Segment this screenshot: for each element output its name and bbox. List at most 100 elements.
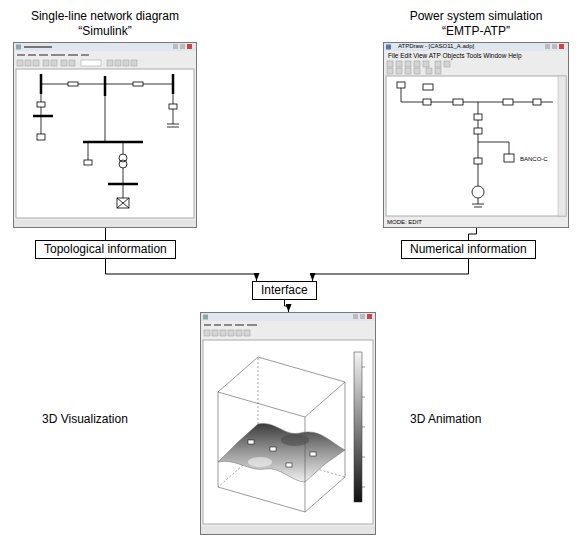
circuit-wire (509, 142, 510, 154)
toolbar (17, 60, 137, 66)
tick (362, 367, 365, 368)
ui-text: BANCO-C (519, 156, 549, 163)
bus-bar (108, 183, 138, 186)
capacitor-bank (504, 154, 514, 162)
menu-mark (68, 54, 78, 56)
breaker-block (37, 102, 45, 107)
atpdraw-screenshot: Power system simulation “EMTP-ATP” (383, 42, 569, 228)
tool-button (33, 60, 39, 66)
box-label: Interface (261, 283, 308, 298)
menu-mark (224, 324, 232, 326)
visualizer-window (201, 313, 376, 535)
ui-text: MODE: EDIT (386, 219, 423, 226)
component-block (423, 99, 431, 105)
simulink-screenshot: Single-line network diagram “Simulink” (13, 42, 197, 228)
axes-box (218, 357, 345, 487)
bus-marker (286, 463, 292, 467)
menu-marks (17, 54, 89, 56)
title-bar (14, 43, 196, 51)
tool-button (396, 68, 402, 74)
ui-text: File Edit View ATP Objects Tools Window … (387, 52, 523, 59)
window-button (187, 44, 192, 49)
circuit-wire (478, 142, 509, 143)
tool-button (423, 61, 429, 67)
tool-button (414, 61, 420, 67)
source-symbol (472, 186, 484, 198)
line-block (68, 82, 78, 86)
line-block (133, 82, 143, 86)
ui-text: ATPDraw - [CASO11_A.adp] (397, 43, 475, 50)
menu-mark (39, 54, 48, 56)
scroll-bar (558, 76, 566, 216)
menu-mark (214, 324, 221, 326)
connector-line (105, 228, 106, 240)
menu-marks (204, 324, 257, 326)
tick (362, 457, 365, 458)
tool-button (25, 60, 31, 66)
bus-marker (248, 440, 254, 444)
tool-button (61, 60, 67, 66)
menu-mark (81, 54, 89, 56)
bus-marker (270, 447, 276, 451)
tool-button (244, 330, 250, 336)
axes-box (218, 357, 345, 512)
axis-edge (345, 382, 346, 477)
process-box: Topological information (35, 240, 176, 259)
axis-edge (305, 382, 345, 417)
simulink-window (14, 43, 197, 228)
capacitor-plate (167, 127, 179, 128)
tool-button (435, 61, 441, 67)
tool-button (131, 60, 137, 66)
status-bar (201, 526, 375, 534)
axis-edge (258, 357, 345, 382)
color-bar-ticks (362, 367, 365, 487)
tool-button (236, 330, 242, 336)
ground-symbol (472, 204, 484, 205)
toolbar (204, 330, 250, 336)
component-block (474, 128, 482, 134)
tick (362, 427, 365, 428)
window-button (559, 44, 564, 49)
title-bar (384, 43, 568, 51)
plot-area (203, 340, 373, 524)
window-button (545, 44, 550, 49)
tool-button (123, 60, 129, 66)
axis-edge (305, 417, 306, 512)
tool-button (17, 60, 23, 66)
tool-button (220, 330, 226, 336)
tool-button (228, 330, 234, 336)
menu-mark (17, 54, 25, 56)
tool-button (426, 68, 432, 74)
tool-button (435, 68, 441, 74)
process-box: Numerical information (401, 240, 536, 259)
bus-bar (104, 76, 107, 96)
tool-button (405, 68, 411, 74)
bus-marker (310, 452, 316, 456)
tool-button (115, 60, 121, 66)
color-bar (354, 352, 362, 502)
axis-edge (218, 392, 219, 487)
tool-button (396, 61, 402, 67)
window-button (353, 314, 358, 319)
atp-circuit (397, 82, 553, 207)
component-block (503, 99, 513, 105)
ground-symbol (474, 207, 482, 208)
view-caption: 3D Visualization (42, 412, 128, 427)
canvas (386, 76, 566, 216)
view-caption: 3D Animation (410, 412, 481, 427)
tool-button (212, 330, 218, 336)
component-block (533, 99, 541, 105)
line-wire (88, 142, 89, 160)
tool-button (43, 60, 49, 66)
window-frame (384, 43, 569, 228)
axis-edge (218, 487, 305, 512)
window-icon (386, 45, 391, 50)
tool-button (51, 60, 57, 66)
toolbar (387, 61, 450, 74)
single-line-diagram (33, 74, 179, 208)
window-frame (201, 313, 376, 535)
tool-button (107, 60, 113, 66)
component-block (423, 84, 433, 90)
window-button (173, 44, 178, 49)
window-button (367, 314, 372, 319)
